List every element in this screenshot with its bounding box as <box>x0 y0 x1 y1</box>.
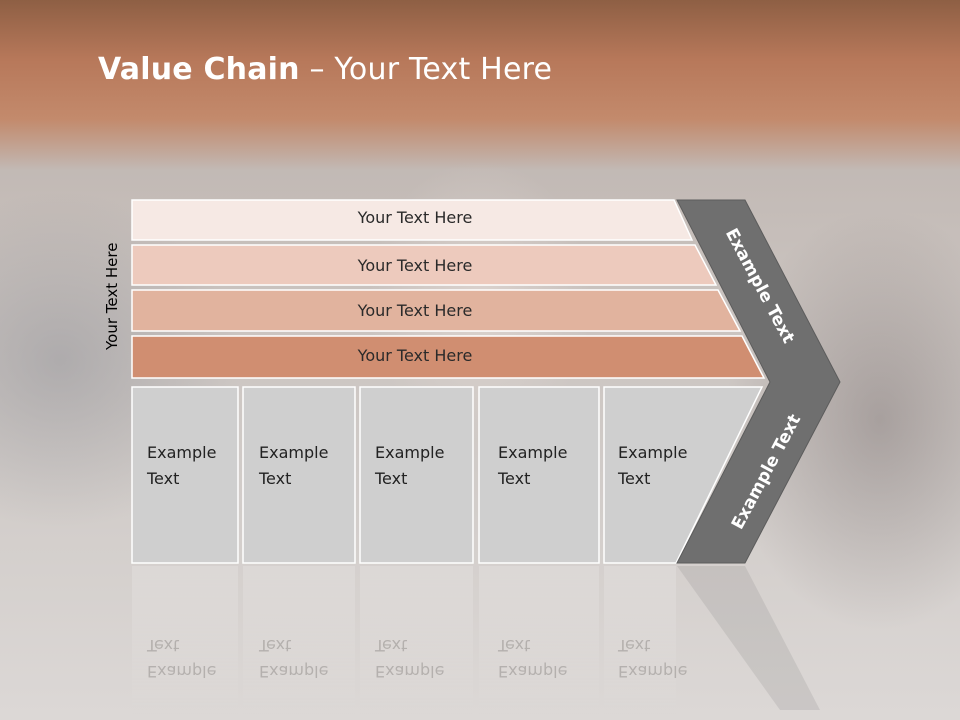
box-5-line1: Example <box>618 443 688 462</box>
box-2[interactable] <box>242 386 356 564</box>
box-4-line2: Text <box>498 469 531 488</box>
box-3-label: Example Text <box>375 440 444 492</box>
box-2-line1: Example <box>259 443 329 462</box>
box-2-label: Example Text <box>259 440 328 492</box>
header-band <box>0 0 960 170</box>
bar-4[interactable] <box>131 335 766 379</box>
box-1[interactable] <box>131 386 239 564</box>
bar-1[interactable] <box>131 199 694 241</box>
box-5-line2: Text <box>618 469 651 488</box>
box-2-reflection: Example Text <box>259 632 328 684</box>
box-5-label: Example Text <box>618 440 687 492</box>
box-4-label: Example Text <box>498 440 567 492</box>
box-3-reflection-line1: Example <box>375 662 445 681</box>
box-5-reflection-line2: Text <box>618 636 651 655</box>
box-3[interactable] <box>359 386 474 564</box>
chevron-arrow[interactable] <box>676 199 841 564</box>
reflection-group <box>132 566 820 716</box>
box-1-label: Example Text <box>147 440 216 492</box>
vertical-label[interactable]: Your Text Here <box>103 242 121 350</box>
title-bold: Value Chain <box>98 52 300 87</box>
bar-2[interactable] <box>131 244 718 286</box>
box-3-reflection-line2: Text <box>375 636 408 655</box>
box-2-reflection-line2: Text <box>259 636 292 655</box>
box-1-line1: Example <box>147 443 217 462</box>
box-1-reflection-line2: Text <box>147 636 180 655</box>
box-5-reflection-line1: Example <box>618 662 688 681</box>
box-4[interactable] <box>478 386 600 564</box>
bar-3-label: Your Text Here <box>357 301 473 320</box>
box-2-line2: Text <box>259 469 292 488</box>
box-3-reflection: Example Text <box>375 632 444 684</box>
box-2-reflection-line1: Example <box>259 662 329 681</box>
bar-2-label: Your Text Here <box>357 256 473 275</box>
box-5-reflection: Example Text <box>618 632 687 684</box>
box-4-reflection: Example Text <box>498 632 567 684</box>
bar-1-label: Your Text Here <box>357 208 473 227</box>
slide-title[interactable]: Value Chain – Your Text Here <box>98 52 552 87</box>
bar-3[interactable] <box>131 289 742 332</box>
box-1-line2: Text <box>147 469 180 488</box>
bar-4-label: Your Text Here <box>357 346 473 365</box>
box-4-line1: Example <box>498 443 568 462</box>
box-1-reflection-line1: Example <box>147 662 217 681</box>
box-3-line1: Example <box>375 443 445 462</box>
title-rest: – Your Text Here <box>299 52 553 87</box>
box-4-reflection-line2: Text <box>498 636 531 655</box>
box-4-reflection-line1: Example <box>498 662 568 681</box>
box-1-reflection: Example Text <box>147 632 216 684</box>
box-3-line2: Text <box>375 469 408 488</box>
box-5[interactable] <box>603 386 764 564</box>
